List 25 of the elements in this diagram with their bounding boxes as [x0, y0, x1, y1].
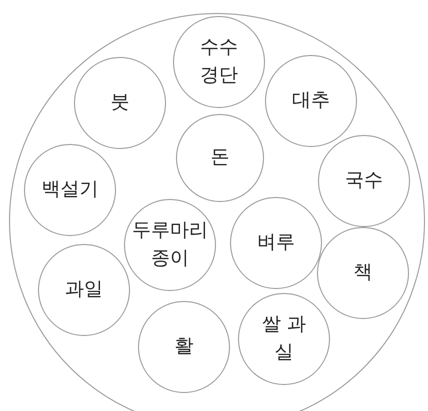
- item-circle: [317, 227, 409, 319]
- item-label: 두루마리 종이: [131, 218, 209, 271]
- item-label: 과일: [64, 277, 104, 302]
- item-circle: [176, 114, 264, 202]
- item-circle: [230, 197, 322, 289]
- item-label: 돈: [210, 145, 230, 170]
- item-label: 벼루: [256, 230, 296, 256]
- item-circle: [173, 16, 265, 108]
- table-circle: [9, 13, 425, 411]
- item-label: 붓: [110, 90, 130, 116]
- item-circle: [265, 55, 357, 147]
- item-circle: [124, 199, 216, 291]
- item-label: 국수: [344, 168, 384, 194]
- item-label: 활: [174, 334, 194, 360]
- item-circle: [24, 144, 116, 236]
- item-label: 쌀 과 실: [260, 312, 308, 365]
- item-label: 책: [352, 260, 374, 286]
- item-label: 수수 경단: [199, 35, 239, 88]
- item-circle: [318, 135, 410, 227]
- item-circle: [74, 57, 166, 149]
- item-label: 백설기: [40, 177, 100, 202]
- item-circle: [38, 244, 130, 336]
- item-label: 대추: [291, 88, 331, 114]
- item-circle: [238, 293, 330, 385]
- item-circle: [138, 301, 230, 393]
